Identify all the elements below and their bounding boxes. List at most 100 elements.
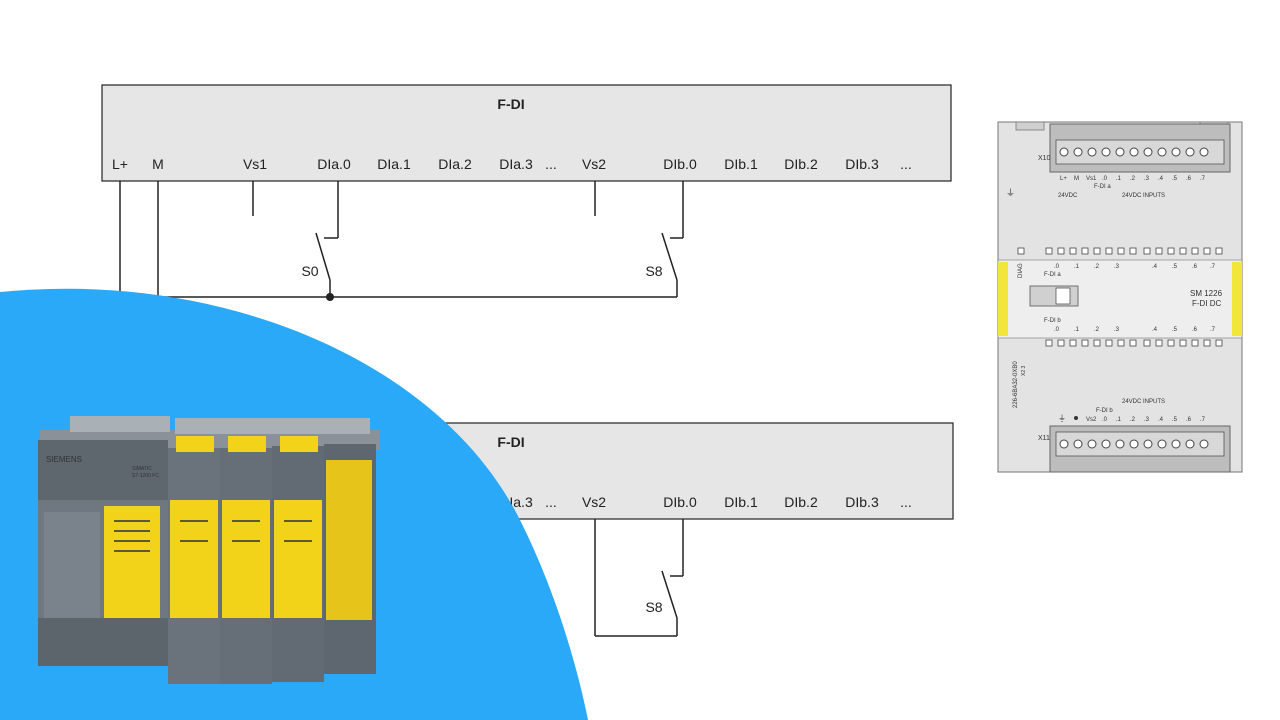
svg-text:.5: .5 [1172,264,1178,270]
terminal-label: DIb.3 [845,156,879,172]
terminal-label: DIb.2 [784,156,818,172]
svg-text:.2: .2 [1094,264,1100,270]
switch-label-s0: S0 [301,263,318,279]
led-labels-a: .0 .1 .2 .3 .4 .5 .6 .7 [1054,264,1216,270]
switch-label-s8: S8 [645,263,662,279]
svg-text:.6: .6 [1186,417,1192,423]
led-row-bottom [1045,339,1223,347]
svg-text:.5: .5 [1172,327,1178,333]
terminal-screws-top [1059,147,1209,157]
terminal-label: DIb.0 [663,156,697,172]
terminal-label: DIb.2 [784,494,818,510]
terminal-screws-bottom [1059,439,1209,449]
version-label: X2 3 [1021,365,1027,376]
svg-text:.2: .2 [1094,327,1100,333]
svg-text:.6: .6 [1192,264,1198,270]
terminal-label: DIb.0 [663,494,697,510]
yellow-strip-right [1232,262,1242,336]
terminal-label: DIb.3 [845,494,879,510]
connector-label: X10 [1038,155,1051,162]
terminal-label: Vs2 [582,156,606,172]
led-group-b: F-DI b [1044,318,1061,324]
svg-text:M: M [1074,176,1079,182]
terminal-label: ... [900,494,912,510]
switch-window [1029,285,1079,307]
bottom-fdi-title: F-DI [497,434,524,450]
svg-text:.4: .4 [1158,176,1164,182]
svg-text:.0: .0 [1102,176,1108,182]
svg-text:.3: .3 [1114,264,1120,270]
terminal-label: DIb.1 [724,494,758,510]
svg-text:.1: .1 [1074,327,1080,333]
svg-text:.1: .1 [1116,417,1122,423]
svg-text:.2: .2 [1130,417,1136,423]
top-wires [119,181,684,300]
switch-label-s8: S8 [645,599,662,615]
terminal-label: Vs1 [243,156,267,172]
svg-text:.3: .3 [1114,327,1120,333]
terminal-label: DIa.3 [499,156,533,172]
svg-text:.7: .7 [1210,264,1216,270]
terminal-label: Vs2 [582,494,606,510]
dot-icon [1074,416,1078,420]
svg-text:.5: .5 [1172,176,1178,182]
svg-text:.7: .7 [1200,176,1206,182]
supply-label: 24VDC [1058,193,1078,199]
terminal-label: L+ [112,156,128,172]
svg-text:.1: .1 [1074,264,1080,270]
plc-model: SIMATIC [132,466,152,472]
plc-brand: SIEMENS [46,455,82,464]
svg-text:.7: .7 [1210,327,1216,333]
led-labels-b: .0 .1 .2 .3 .4 .5 .6 .7 [1054,327,1216,333]
terminal-label: ... [900,156,912,172]
terminal-label: ... [545,494,557,510]
inputs-label: 24VDC INPUTS [1122,193,1165,199]
svg-text:.3: .3 [1144,417,1150,423]
svg-text:.7: .7 [1200,417,1206,423]
svg-text:L+: L+ [1060,176,1067,182]
group-label: F-DI b [1096,408,1113,414]
order-number: 226-6BA32-0XB0 [1013,361,1019,408]
yellow-strip-left [998,262,1008,336]
top-wiring-diagram: F-DI L+ M Vs1 DIa.0 DIa.1 DIa.2 DIa.3 ..… [101,84,952,301]
svg-text:Vs2: Vs2 [1086,417,1097,423]
svg-text:.0: .0 [1054,264,1060,270]
connector-label: X11 [1038,435,1050,442]
bottom-terminal-labels: Vs2 .0 .1 .2 .3 .4 .5 .6 .7 [1086,417,1206,423]
svg-text:.6: .6 [1186,176,1192,182]
svg-text:.1: .1 [1116,176,1122,182]
inputs-label: 24VDC INPUTS [1122,399,1165,405]
module-name: F-DI DC [1192,299,1222,308]
top-fdi-title: F-DI [497,96,524,112]
svg-text:.4: .4 [1158,417,1164,423]
svg-text:.4: .4 [1152,327,1158,333]
terminal-label: DIa.1 [377,156,411,172]
svg-text:.5: .5 [1172,417,1178,423]
group-label: F-DI a [1094,184,1111,190]
terminal-label: DIb.1 [724,156,758,172]
plc-model: S7-1200 FC [132,473,159,479]
module-name: SM 1226 [1190,289,1223,298]
svg-text:.6: .6 [1192,327,1198,333]
top-fdi-module-box [101,84,952,182]
svg-text:.2: .2 [1130,176,1136,182]
svg-text:.0: .0 [1054,327,1060,333]
sm1226-module-drawing: X10 L+ M Vs1 .0 .1 .2 .3 .4 .5 .6 .7 F-D… [997,121,1243,473]
svg-text:Vs1: Vs1 [1086,176,1097,182]
svg-text:.3: .3 [1144,176,1150,182]
terminal-label: M [152,156,164,172]
plc-illustration: SIEMENS SIMATIC S7-1200 FC [38,416,380,684]
svg-text:.4: .4 [1152,264,1158,270]
terminal-label: DIa.2 [438,156,472,172]
top-terminal-labels: L+ M Vs1 .0 .1 .2 .3 .4 .5 .6 .7 [1060,176,1206,182]
terminal-label: ... [545,156,557,172]
ground-icon: ⏚ [1058,414,1066,423]
led-group-a: F-DI a [1044,272,1061,278]
ground-icon: ⏚ [1006,188,1015,198]
junction-dot [326,293,334,301]
bottom-wires [594,519,684,637]
svg-text:.0: .0 [1102,417,1108,423]
led-row-top [1017,247,1223,255]
terminal-label: DIa.0 [317,156,351,172]
